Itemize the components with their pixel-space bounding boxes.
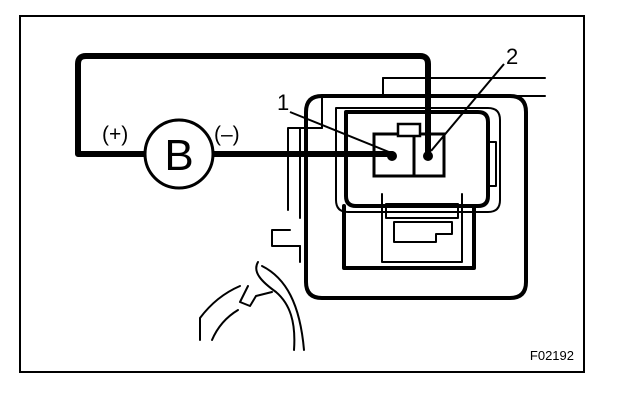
mounting-clip [199, 261, 305, 351]
component-body-outline [271, 77, 546, 263]
callout-1-label: 1 [277, 90, 289, 115]
wire-negative [212, 151, 395, 157]
wire-positive [75, 53, 431, 157]
connector-housing [304, 94, 528, 300]
callout-1-leader [289, 111, 390, 153]
battery-icon [143, 118, 215, 190]
battery-label: B [164, 131, 193, 180]
callout-2-leader [430, 63, 505, 152]
negative-terminal-label: (–) [214, 123, 240, 146]
connector-lock-tab [396, 122, 422, 138]
figure-code: F02192 [530, 348, 574, 363]
positive-terminal-label: (+) [102, 123, 128, 146]
callout-2-label: 2 [506, 44, 518, 69]
